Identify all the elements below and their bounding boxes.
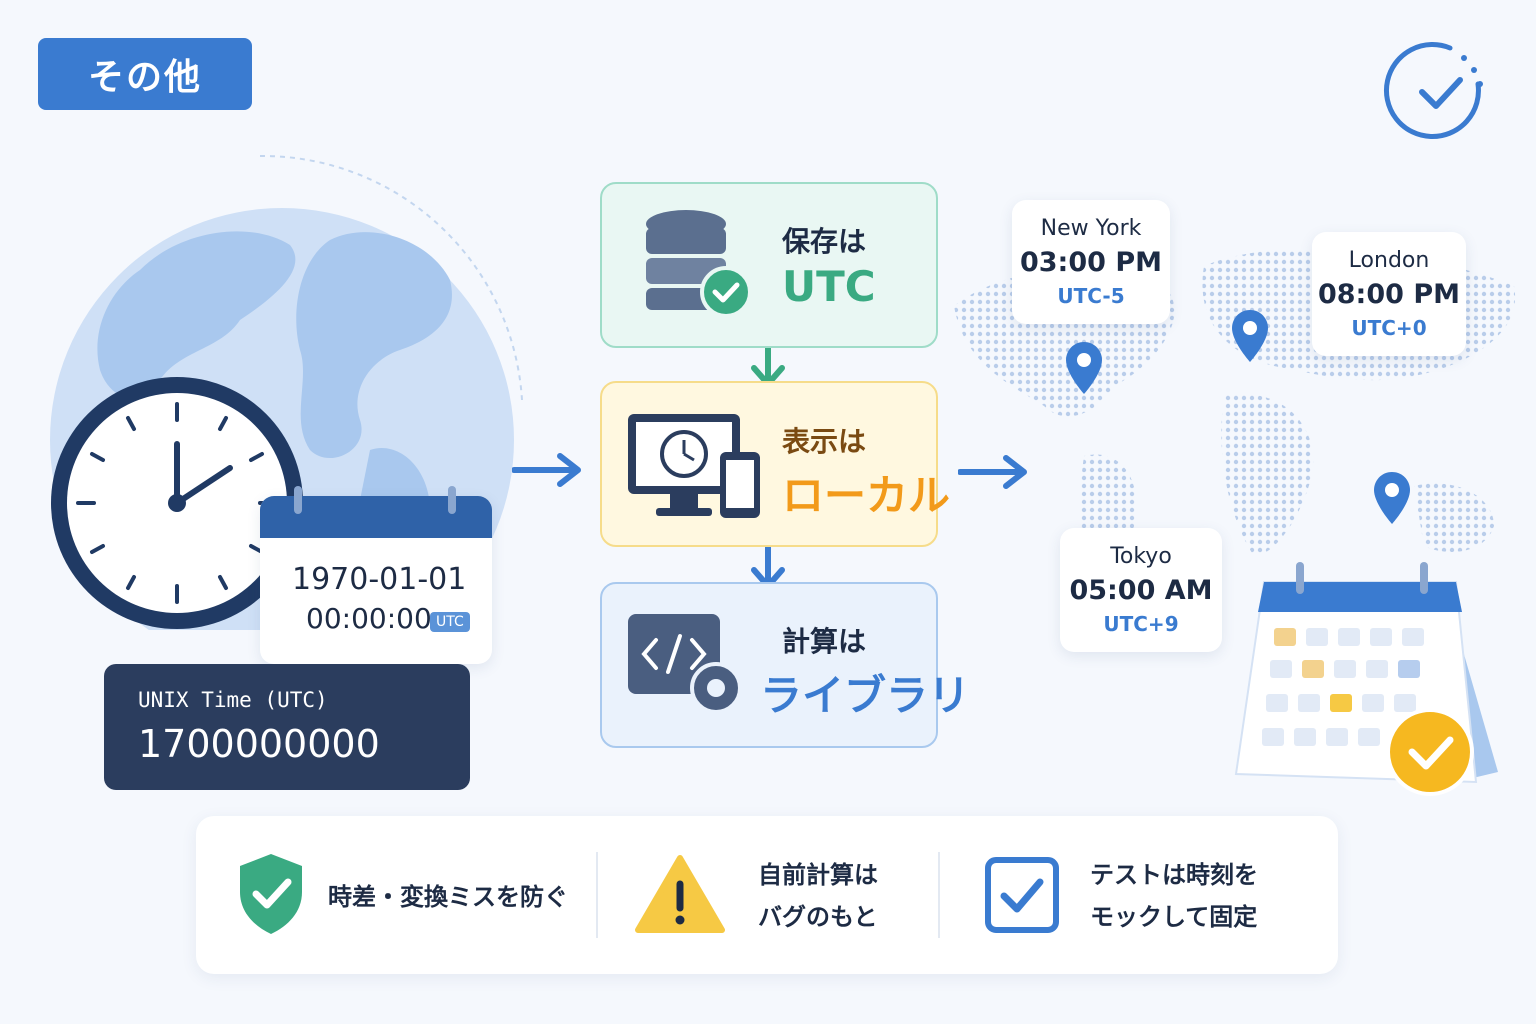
city-time: 03:00 PM [1019,247,1162,278]
devices-clock-icon [628,414,760,518]
section-badge: その他 [38,38,252,110]
divider [938,852,940,938]
display-step-label: 表示は [782,425,867,458]
tip-text: テストは時刻を [1090,861,1258,889]
save-step-value: UTC [782,262,876,311]
clock-check-icon [1383,42,1483,140]
unix-time-label: UNIX Time (UTC) [138,688,328,712]
epoch-date: 1970-01-01 [292,562,467,597]
map-pin-icon [1066,342,1102,394]
arrow-right-icon [512,453,581,487]
unix-time-value: 1700000000 [138,722,380,766]
shield-check-icon [240,854,302,934]
tip-text: バグのもと [758,903,878,931]
tip-text: 自前計算は [758,861,878,889]
database-check-icon [646,210,752,318]
calc-step-value: ライブラリ [760,671,971,720]
city-time: 08:00 PM [1317,279,1460,310]
city-card-london: London 08:00 PM UTC+0 [1312,232,1466,356]
epoch-date-card: 1970-01-01 00:00:00 UTC [260,496,492,664]
city-time: 05:00 AM [1069,575,1213,606]
warning-icon [635,855,725,933]
calc-step-label: 計算は [782,625,867,658]
divider [596,852,598,938]
city-zone: UTC+0 [1351,316,1427,340]
display-step-value: ローカル [782,471,951,520]
tips-bar [196,816,1338,974]
city-name: London [1348,248,1430,273]
calendar-rings [294,486,456,514]
city-zone: UTC+9 [1103,612,1179,636]
map-pin-icon [1374,472,1410,524]
arrow-right-icon [958,455,1027,489]
tip-text: モックして固定 [1090,903,1258,931]
city-name: Tokyo [1110,544,1172,569]
city-zone: UTC-5 [1057,284,1125,308]
city-card-new-york: New York 03:00 PM UTC-5 [1012,200,1170,324]
checkbox-icon [985,857,1059,933]
tip-text: 時差・変換ミスを防ぐ [328,883,568,911]
map-pin-icon [1232,310,1268,362]
utc-tag: UTC [430,612,470,632]
unix-time-panel: UNIX Time (UTC) 1700000000 [104,664,470,790]
city-card-tokyo: Tokyo 05:00 AM UTC+9 [1060,528,1222,652]
code-gear-icon [628,614,742,714]
city-name: New York [1040,216,1142,241]
epoch-time: 00:00:00 [306,602,432,635]
desk-calendar-icon [1234,562,1498,796]
save-step-label: 保存は [782,225,867,258]
